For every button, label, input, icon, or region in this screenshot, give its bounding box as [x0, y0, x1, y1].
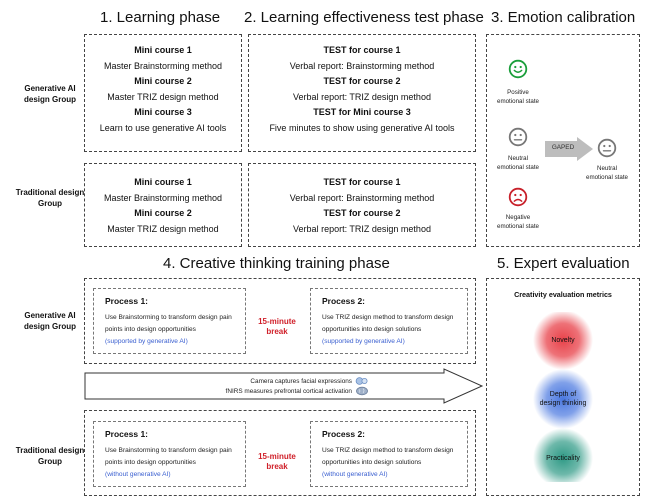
metric-glows	[533, 312, 593, 482]
box-line: Master TRIZ design method	[107, 91, 219, 102]
process-1-title: Process 1:	[105, 429, 148, 439]
process-2-note: (without generative AI)	[322, 471, 388, 478]
title-learning-phase: 1. Learning phase	[100, 9, 221, 26]
box-line: TEST for course 2	[323, 76, 401, 86]
box-line: TEST for course 1	[323, 177, 401, 187]
gaped-arrow	[545, 137, 593, 161]
box-line: Mini course 2	[134, 76, 192, 86]
box-line: Learn to use generative AI tools	[99, 122, 227, 133]
camera-line: Camera captures facial expressions	[250, 378, 352, 385]
process-1-box-gen-ai: Process 1: Use Brainstorming to transfor…	[93, 288, 246, 354]
depth-glow	[533, 369, 593, 429]
box-line: TEST for Mini course 3	[313, 107, 411, 117]
box-line: Master TRIZ design method	[107, 223, 219, 234]
box-line: Verbal report: TRIZ design method	[293, 91, 431, 102]
process-1-line: points into design opportunities	[105, 326, 196, 333]
box-line: Mini course 2	[134, 208, 192, 218]
process-1-box-traditional: Process 1: Use Brainstorming to transfor…	[93, 421, 246, 487]
box-line: Verbal report: Brainstorming method	[289, 60, 435, 71]
title-creative-phase: 4. Creative thinking training phase	[163, 255, 390, 272]
test-traditional-lines: TEST for course 1 Verbal report: Brainsto…	[249, 175, 475, 237]
smiling-face-icon	[508, 59, 528, 79]
process-2-box-gen-ai: Process 2: Use TRIZ design method to tra…	[310, 288, 468, 354]
title-test-phase: 2. Learning effectiveness test phase	[244, 9, 484, 26]
sad-face-icon	[508, 187, 528, 207]
process-2-title: Process 2:	[322, 296, 365, 306]
process-1-line: points into design opportunities	[105, 459, 196, 466]
metrics-heading: Creativity evaluation metrics	[514, 290, 612, 299]
box-line: Mini course 1	[134, 177, 192, 187]
process-2-line: Use TRIZ design method to transform desi…	[322, 314, 454, 321]
fnirs-line: fNIRS measures prefrontal cortical activ…	[225, 388, 352, 395]
learning-traditional-lines: Mini course 1 Master Brainstorming method…	[85, 175, 241, 237]
process-1-title: Process 1:	[105, 296, 148, 306]
brain-icon	[356, 386, 368, 396]
test-box-traditional: TEST for course 1 Verbal report: Brainsto…	[248, 163, 476, 247]
camera-icon	[355, 377, 368, 385]
practicality-glow	[533, 428, 593, 482]
box-line: TEST for course 1	[323, 45, 401, 55]
box-line: Master Brainstorming method	[103, 192, 223, 203]
title-expert-evaluation: 5. Expert evaluation	[497, 255, 630, 272]
process-2-box-traditional: Process 2: Use TRIZ design method to tra…	[310, 421, 468, 487]
process-2-note: (supported by generative AI)	[322, 338, 405, 345]
process-2-title: Process 2:	[322, 429, 365, 439]
metric-practicality: Practicality	[546, 455, 580, 462]
learning-gen-ai-lines: Mini course 1 Master Brainstorming method…	[85, 43, 241, 136]
creative-box-gen-ai	[84, 278, 476, 364]
box-line: Mini course 3	[134, 107, 192, 117]
creative-box-traditional	[84, 410, 476, 496]
title-emotion-calibration: 3. Emotion calibration	[491, 9, 636, 26]
box-line: Mini course 1	[134, 45, 192, 55]
learning-box-traditional: Mini course 1 Master Brainstorming method…	[84, 163, 242, 247]
process-1-line: Use Brainstorming to transform design pa…	[105, 447, 232, 454]
expert-evaluation-box	[486, 278, 640, 496]
learning-box-gen-ai: Mini course 1 Master Brainstorming method…	[84, 34, 242, 152]
box-line: Five minutes to show using generative AI…	[269, 122, 455, 133]
test-gen-ai-lines: TEST for course 1 Verbal report: Brainsto…	[249, 43, 475, 136]
test-box-gen-ai: TEST for course 1 Verbal report: Brainsto…	[248, 34, 476, 152]
process-2-line: opportunities into design solutions	[322, 459, 422, 466]
process-1-note: (supported by generative AI)	[105, 338, 188, 345]
process-1-line: Use Brainstorming to transform design pa…	[105, 314, 232, 321]
box-line: TEST for course 2	[323, 208, 401, 218]
emotion-calibration-box	[486, 34, 640, 247]
process-2-line: Use TRIZ design method to transform desi…	[322, 447, 454, 454]
process-1-note: (without generative AI)	[105, 471, 171, 478]
measurement-text: Camera captures facial expressions fNIRS…	[182, 377, 352, 397]
neutral-face-after-icon	[597, 138, 617, 158]
box-line: Master Brainstorming method	[103, 60, 223, 71]
novelty-glow	[533, 312, 593, 370]
process-2-line: opportunities into design solutions	[322, 326, 422, 333]
neutral-face-icon	[508, 127, 528, 147]
box-line: Verbal report: TRIZ design method	[293, 223, 431, 234]
metric-novelty: Novelty	[551, 337, 575, 344]
gaped-label: GAPED	[551, 144, 575, 151]
measurement-arrow	[84, 368, 484, 404]
box-line: Verbal report: Brainstorming method	[289, 192, 435, 203]
